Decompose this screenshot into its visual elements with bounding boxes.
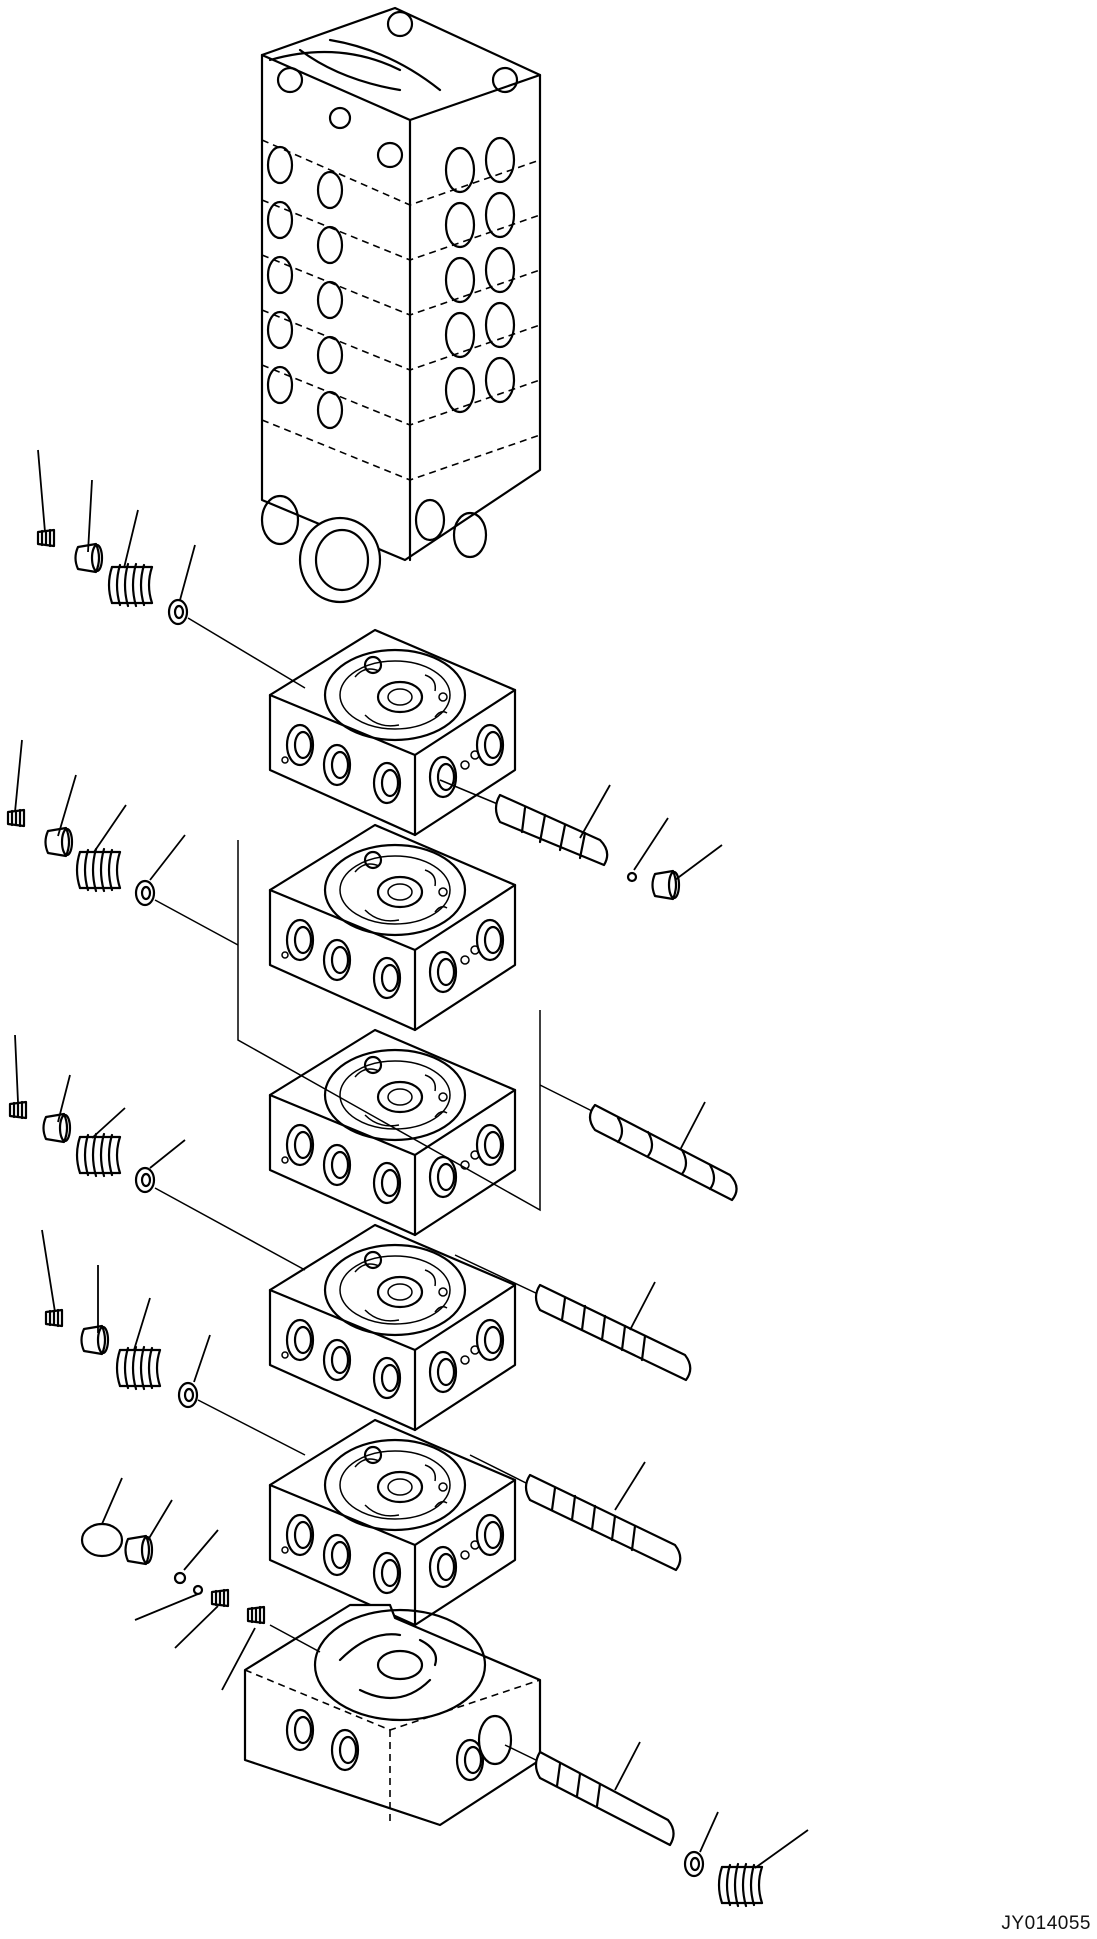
subassembly-bracket [237,840,541,1212]
left-parts-row-5 [80,1477,321,1691]
left-parts-row-2 [6,739,239,946]
left-parts-row-4 [41,1229,306,1456]
valve-section-4 [270,1225,515,1430]
left-parts-row-1 [36,449,306,689]
spool-1 [439,779,723,901]
valve-section-1 [270,630,515,835]
spool-3 [454,1254,692,1382]
spool-2 [539,1084,738,1202]
spool-5 [504,1741,809,1908]
spool-4 [469,1454,682,1572]
valve-section-2 [270,825,515,1030]
drawing-code: JY014055 [1001,1913,1091,1934]
left-parts-row-3 [8,1034,306,1271]
end-cover-section [243,1603,542,1827]
valve-section-3 [270,1030,515,1235]
valve-section-5 [270,1420,515,1625]
assembled-valve-block [260,6,542,604]
